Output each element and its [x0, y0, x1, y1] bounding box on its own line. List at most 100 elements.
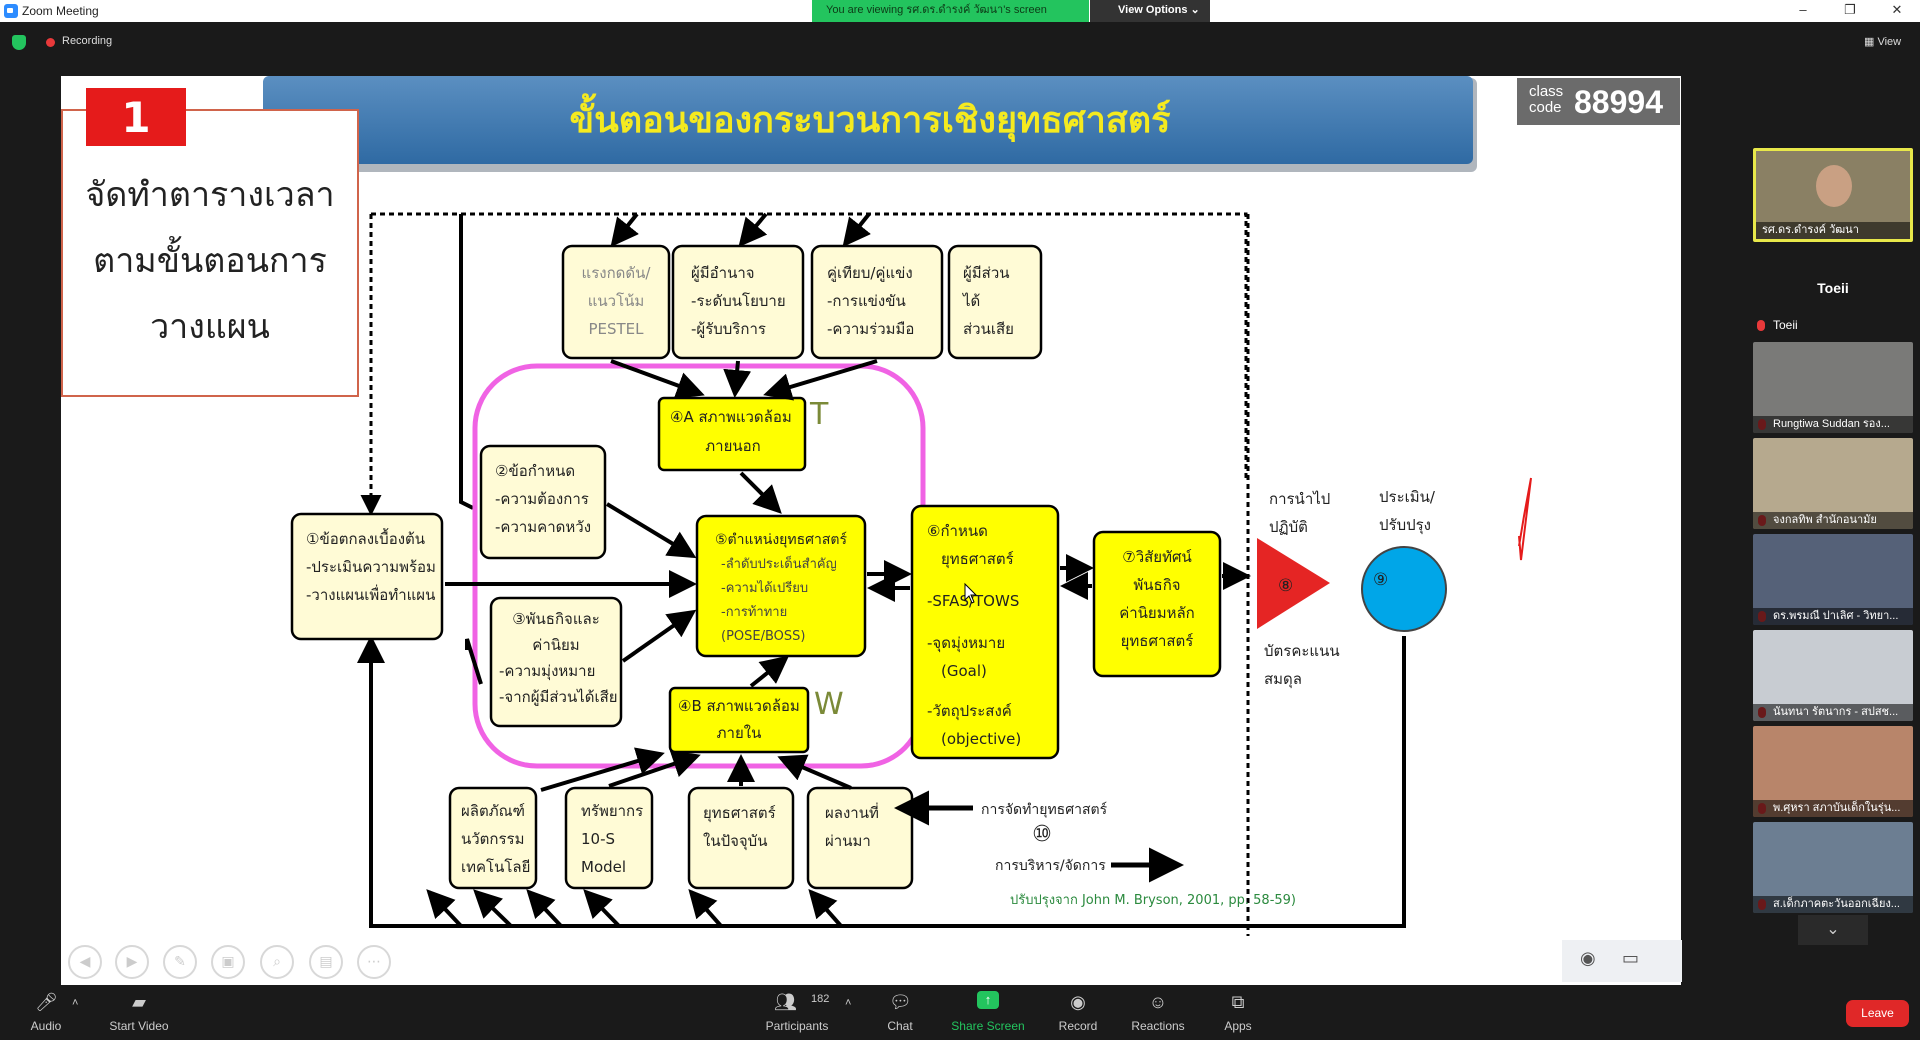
close-button[interactable]: ✕: [1891, 2, 1903, 17]
evaluate-label: ประเมิน/: [1379, 488, 1436, 506]
screen-settings-icon[interactable]: ▭: [1622, 948, 1640, 969]
view-options-button[interactable]: View Options ⌄: [1090, 0, 1210, 22]
svg-text:-ระดับนโยบาย: -ระดับนโยบาย: [691, 292, 786, 310]
apps-label: Apps: [1224, 1019, 1252, 1033]
video-off-icon: ▰: [132, 992, 146, 1012]
connector-arrow: [465, 638, 483, 685]
reactions-button[interactable]: ☺ Reactions: [1128, 985, 1188, 1040]
connector-arrow: [777, 754, 852, 790]
connector-arrow: [608, 750, 701, 788]
letter-t: T: [809, 397, 829, 432]
zoom-icon[interactable]: ⌕: [260, 945, 294, 979]
dashed-feedback-line: [371, 212, 1248, 481]
step-note-box: [61, 109, 359, 397]
minimize-button[interactable]: –: [1799, 2, 1807, 17]
chat-label: Chat: [887, 1019, 913, 1033]
viewing-banner: You are viewing รศ.ดร.ดำรงค์ วัฒนา's scr…: [812, 0, 1089, 22]
participant-name: จงกลทิพ สำนักอนามัย: [1753, 512, 1913, 529]
previous-icon[interactable]: ◀: [68, 945, 102, 979]
slide-canvas: ขั้นตอนของกระบวนการเชิงยุทธศาสตร์ 1 จัดท…: [61, 76, 1532, 936]
apps-icon: ⧉: [1231, 992, 1245, 1012]
svg-text:ผู้มีอำนาจ: ผู้มีอำนาจ: [691, 264, 755, 282]
view-button[interactable]: ▦ View: [1864, 35, 1901, 48]
evaluate-label: ปรับปรุง: [1379, 516, 1431, 535]
step-8-marker: ⑧: [1278, 576, 1293, 596]
gallery-scroll-down-icon[interactable]: ⌄: [1798, 915, 1868, 945]
mouse-cursor-icon: [964, 582, 978, 604]
recording-icon: [46, 38, 55, 47]
participants-button[interactable]: 👥︎ 182 Participants: [755, 985, 839, 1040]
active-speaker-tile[interactable]: รศ.ดร.ดำรงค์ วัฒนา: [1753, 148, 1913, 242]
svg-text:ทรัพยากร: ทรัพยากร: [581, 802, 643, 820]
connector-arrow: [605, 502, 697, 559]
shield-icon: [12, 35, 26, 50]
audio-options-chevron-icon[interactable]: ˄: [72, 997, 79, 1009]
svg-text:(POSE/BOSS): (POSE/BOSS): [721, 629, 806, 644]
connector-arrow: [473, 889, 513, 928]
participant-tile[interactable]: ดร.พรมณี ปาเลิศ - วิทยา...: [1753, 534, 1913, 625]
meeting-toolbar: 🎤︎ Audio ˄ ▰ Start Video 👥︎ 182 Particip…: [0, 985, 1920, 1040]
current-strategy-box: ยุทธศาสตร์ ในปัจจุบัน: [687, 786, 795, 890]
svg-text:ผ่านมา: ผ่านมา: [825, 832, 871, 850]
svg-text:-ความมุ่งหมาย: -ความมุ่งหมาย: [499, 662, 595, 681]
connector-arrow: [842, 212, 871, 248]
start-video-button[interactable]: ▰ Start Video: [100, 985, 178, 1040]
svg-text:-ผู้รับบริการ: -ผู้รับบริการ: [691, 320, 766, 338]
svg-text:-ความร่วมมือ: -ความร่วมมือ: [827, 320, 914, 338]
chat-icon: 💬︎: [889, 992, 912, 1012]
svg-text:⑤ตำแหน่งยุทธศาสตร์: ⑤ตำแหน่งยุทธศาสตร์: [715, 531, 848, 548]
implement-label: การนำไป: [1269, 490, 1330, 508]
pestel-box: แรงกดดัน/ แนวโน้ม PESTEL: [561, 244, 671, 360]
share-screen-button[interactable]: ↑ Share Screen: [950, 985, 1026, 1040]
participant-gallery: รศ.ดร.ดำรงค์ วัฒนา Toeii Toeii Rungtiwa …: [1745, 140, 1920, 960]
audio-button[interactable]: 🎤︎ Audio: [20, 985, 72, 1040]
slides-icon[interactable]: ▣: [211, 945, 245, 979]
record-button[interactable]: ◉ Record: [1054, 985, 1102, 1040]
participant-tile[interactable]: ส.เด็กภาคตะวันออกเฉียง...: [1753, 822, 1913, 913]
zoom-logo-icon: [4, 4, 18, 18]
restore-button[interactable]: ❐: [1844, 2, 1856, 17]
grid-icon: ▦: [1864, 36, 1875, 48]
eye-icon[interactable]: ◉: [1580, 948, 1596, 969]
svg-text:แรงกดดัน/: แรงกดดัน/: [582, 264, 652, 282]
share-screen-label: Share Screen: [951, 1019, 1025, 1033]
participant-tile[interactable]: จงกลทิพ สำนักอนามัย: [1753, 438, 1913, 529]
letter-w: W: [814, 687, 844, 722]
feedback-loop: [357, 635, 1406, 928]
participant-name: พ.ศุหรา สภาบันเด็กในรุ่น...: [1753, 800, 1913, 817]
connector-arrow: [540, 747, 665, 792]
participant-name: ดร.พรมณี ปาเลิศ - วิทยา...: [1753, 608, 1913, 625]
apps-button[interactable]: ⧉ Apps: [1218, 985, 1258, 1040]
connector-arrow: [610, 359, 705, 399]
svg-text:-การแข่งขัน: -การแข่งขัน: [827, 292, 906, 310]
recording-label: Recording: [62, 35, 113, 47]
svg-text:พันธกิจ: พันธกิจ: [1133, 576, 1180, 594]
svg-text:ยุทธศาสตร์: ยุทธศาสตร์: [1121, 632, 1194, 651]
participants-chevron-icon[interactable]: ˄: [845, 997, 852, 1009]
svg-text:ผลิตภัณฑ์: ผลิตภัณฑ์: [461, 802, 525, 820]
mission-box: ③พันธกิจและ ค่านิยม -ความมุ่งหมาย -จากผู…: [489, 596, 623, 728]
svg-text:เทคโนโลยี: เทคโนโลยี: [461, 858, 530, 876]
side-note-line: จัดทำตารางเวลา: [85, 175, 334, 215]
participant-name: รศ.ดร.ดำรงค์ วัฒนา: [1756, 222, 1910, 239]
share-screen-icon: ↑: [977, 991, 999, 1009]
record-icon: ◉: [1070, 992, 1086, 1012]
subtitles-icon[interactable]: ▤: [309, 945, 343, 979]
microphone-icon: 🎤︎: [35, 992, 58, 1012]
svg-text:ได้: ได้: [962, 292, 980, 310]
participant-name: Rungtiwa Suddan รอง...: [1753, 416, 1913, 433]
participant-tile[interactable]: พ.ศุหรา สภาบันเด็กในรุ่น...: [1753, 726, 1913, 817]
leave-button[interactable]: Leave: [1846, 1000, 1909, 1027]
participant-tile[interactable]: Rungtiwa Suddan รอง...: [1753, 342, 1913, 433]
stakeholders-box: ผู้มีส่วน ได้ ส่วนเสีย: [947, 244, 1043, 360]
participant-video: [1816, 165, 1852, 207]
resources-box: ทรัพยากร 10-S Model: [564, 786, 654, 890]
next-icon[interactable]: ▶: [115, 945, 149, 979]
pen-icon[interactable]: ✎: [163, 945, 197, 979]
title-banner: [263, 76, 1473, 164]
more-icon[interactable]: ⋯: [357, 945, 391, 979]
chat-button[interactable]: 💬︎ Chat: [880, 985, 920, 1040]
step-number-box: [86, 88, 186, 146]
participant-tile[interactable]: นันทนา รัตนากร - สปสช...: [1753, 630, 1913, 721]
svg-text:-ความคาดหวัง: -ความคาดหวัง: [495, 518, 591, 536]
